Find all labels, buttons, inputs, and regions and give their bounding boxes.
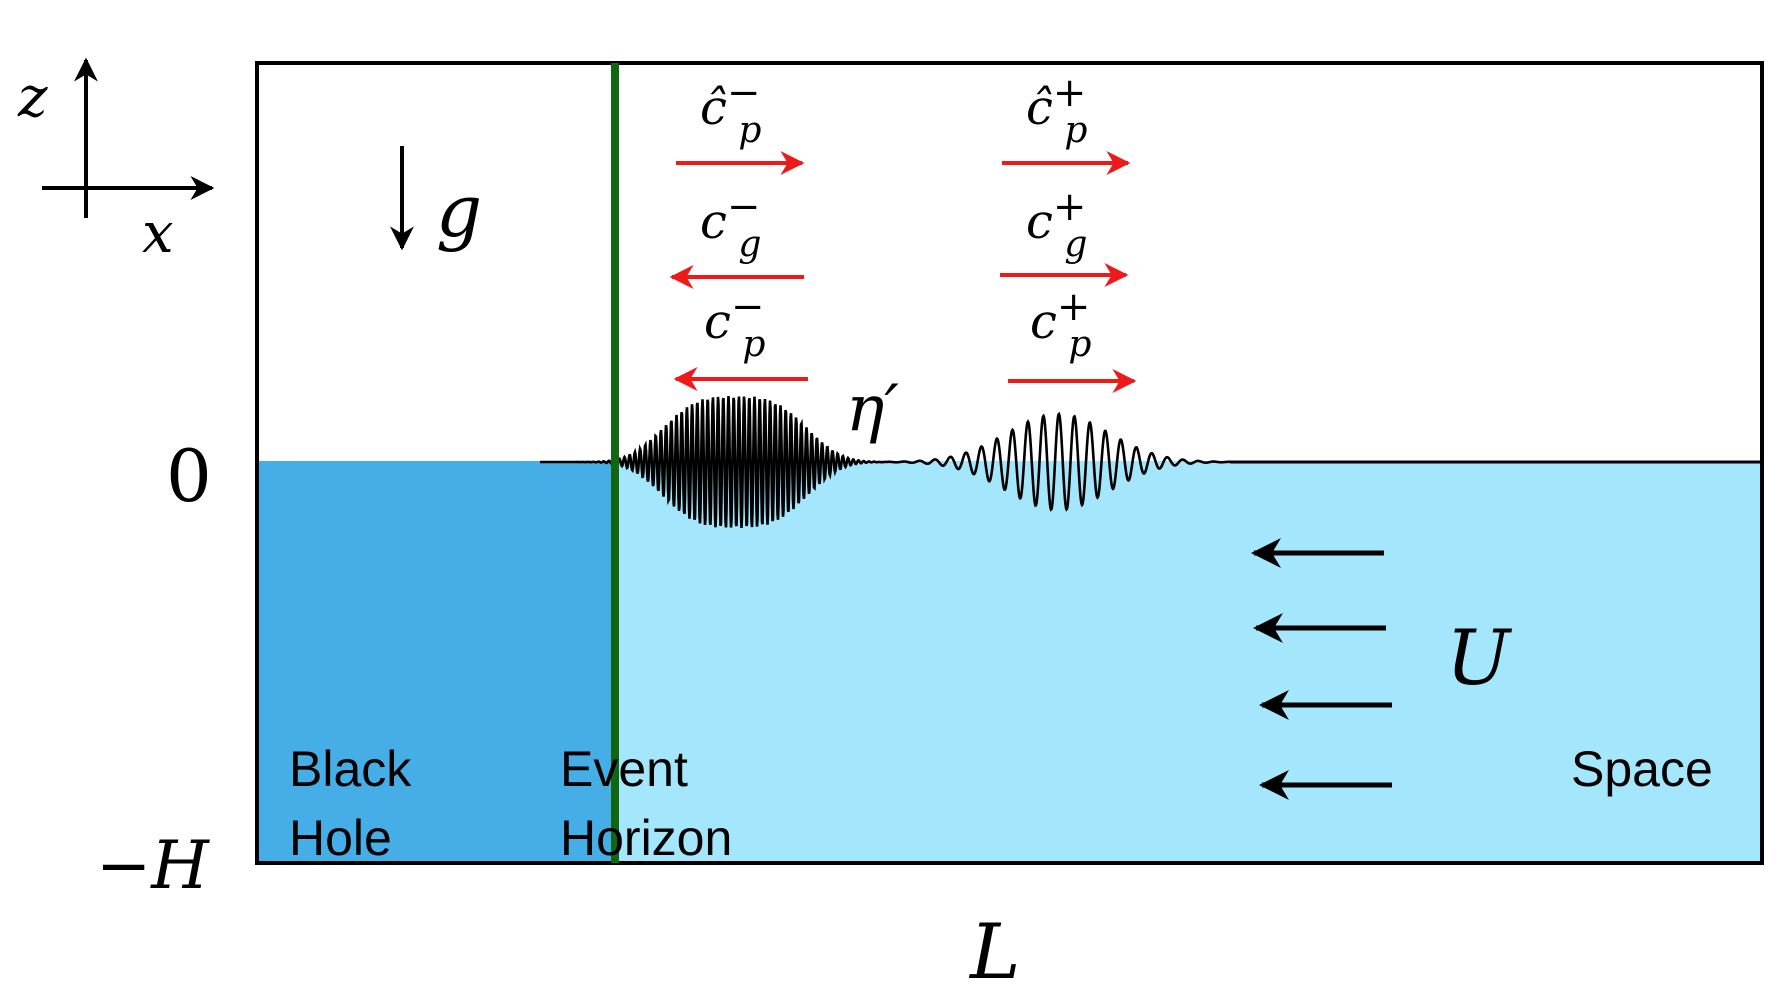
right-packet-velocities: ĉ+p c+g c+p — [1000, 70, 1137, 393]
x-axis-label: x — [142, 201, 174, 266]
left-phase-speed-hat-label: ĉ−p — [700, 70, 761, 151]
gravity-label: g — [436, 169, 482, 253]
surface-level-label: 0 — [166, 434, 212, 518]
event-horizon-label: Event Horizon — [560, 741, 732, 866]
right-phase-speed-hat-label: ĉ+p — [1026, 70, 1087, 151]
left-phase-speed-label: c−p — [704, 284, 765, 365]
current-label: U — [1446, 613, 1513, 702]
z-axis-label: z — [17, 65, 48, 130]
left-group-speed-label: c−g — [700, 184, 761, 265]
left-packet-velocities: ĉ−p c−g c−p — [669, 70, 808, 391]
black-hole-label: Black Hole — [289, 741, 425, 866]
right-phase-speed-label: c+p — [1030, 284, 1091, 365]
right-group-speed-label: c+g — [1026, 184, 1087, 265]
surface-wave — [540, 395, 1233, 529]
space-label: Space — [1571, 741, 1713, 797]
length-label: L — [968, 907, 1020, 992]
coordinate-axes: z x — [17, 57, 215, 266]
black-hole-fluid-region — [257, 461, 615, 863]
surface-elevation-label: η′ — [846, 372, 899, 446]
depth-label: −H — [96, 827, 210, 904]
current-arrows — [1251, 538, 1392, 800]
